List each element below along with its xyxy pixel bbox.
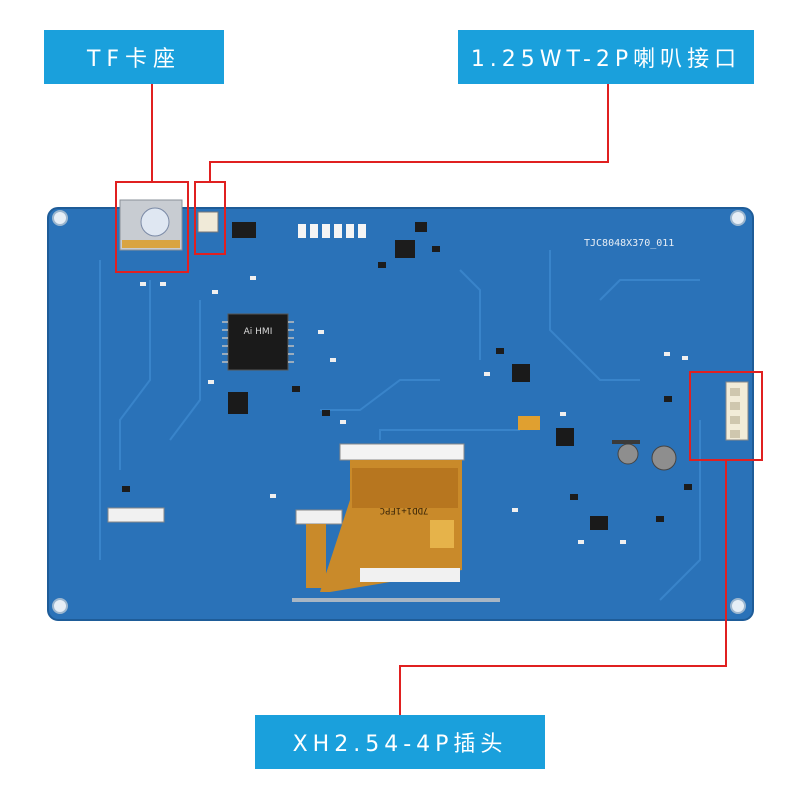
pcb-board <box>48 208 753 620</box>
speaker-leader-line <box>209 84 609 182</box>
mid-connector <box>295 509 343 525</box>
fpc-cable: 7DD1+1FPC <box>320 443 465 592</box>
small-fpc-connector <box>107 507 165 523</box>
mounting-holes <box>52 210 746 614</box>
tf-card-callout: TF卡座 <box>44 30 224 84</box>
speaker-port-callout: 1.25WT-2P喇叭接口 <box>458 30 754 84</box>
xh-header-callout: XH2.54-4P插头 <box>255 715 545 769</box>
board-model-text: TJC8048X370_011 <box>584 238 674 249</box>
xh-leader-line <box>399 460 727 715</box>
speaker-connector <box>197 211 219 233</box>
tf-card-slot <box>119 199 183 251</box>
mcu-chip: Ai HMI <box>222 313 294 371</box>
mcu-chip-text: Ai HMI <box>244 327 273 337</box>
xh-connector <box>725 381 749 441</box>
fpc-text: 7DD1+1FPC <box>380 505 429 515</box>
led-strip <box>298 224 366 238</box>
leader-lines <box>151 84 727 715</box>
capacitors <box>612 440 677 471</box>
